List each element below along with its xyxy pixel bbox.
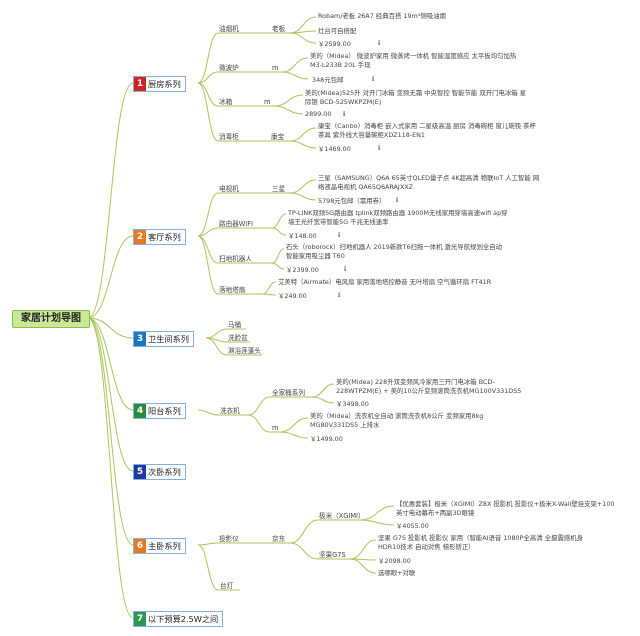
category-label: 主卧系列 (148, 541, 181, 551)
info-icon[interactable]: ℹ (372, 75, 375, 83)
category-balcony[interactable]: 4 阳台系列 (133, 403, 186, 419)
product-desc: 艾美特（Airmate）电风扇 家用落地塔控静音 无叶塔扇 空气循环扇 FT41… (278, 278, 492, 286)
product-price: ￥148.00 (288, 232, 317, 240)
product-desc: 美的（Midea）洗衣机全自动 滚筒洗衣机8公斤 变频家用8kg MG80V33… (310, 412, 484, 429)
item-shower[interactable]: 淋浴莲蓬头 (228, 347, 261, 355)
category-bathroom[interactable]: 3 卫生间系列 (133, 331, 194, 347)
info-icon[interactable]: ℹ (378, 39, 381, 47)
product-desc: 三星（SAMSUNG）Q6A 65英寸QLED量子点 4K超高清 物联IoT 人… (318, 174, 540, 191)
product-price: 2899.00 (305, 110, 332, 118)
brand-label: 全家桶系列 (272, 389, 305, 397)
category-label: 以下预算2.5W之间 (148, 614, 219, 624)
brand-label: m (264, 98, 271, 106)
product-note: 选哪眼+对联 (378, 569, 416, 577)
product-desc: 康宝（Canbo）消毒柜 嵌入式家用 二星级高温 厨房 消毒碗柜 窗儿碗筷 茶杯… (318, 122, 536, 139)
category-number: 6 (134, 539, 146, 553)
brand-label: 坚果G7S (319, 551, 346, 559)
product-desc: 石头（roborock）扫地机器人 2019新款T6扫拖一体机 激光导航规划全自… (286, 243, 503, 260)
brand-label: 极米（XGIMI） (319, 512, 365, 520)
product-desc: 【优惠套装】极米（XGIMI）Z8X 投影机 投影仪+极米X-Wall壁挂支架+… (396, 500, 615, 517)
category-number: 2 (134, 230, 146, 244)
category-label: 次卧系列 (148, 467, 181, 477)
category-living[interactable]: 2 客厅系列 (133, 229, 186, 245)
item-robot-vacuum[interactable]: 扫地机器人 (219, 255, 252, 263)
category-number: 1 (134, 77, 146, 91)
product-price: ￥4055.00 (396, 522, 429, 530)
item-toilet[interactable]: 马桶 (228, 321, 242, 329)
brand-label: 康宝 (271, 133, 285, 141)
category-number: 5 (134, 465, 146, 479)
item-tv[interactable]: 电视机 (219, 185, 239, 193)
item-range-hood[interactable]: 油烟机 (219, 25, 239, 33)
product-desc: TP-LINK双频5G路由器 tplink双频路由器 1900M无线家用穿墙高速… (288, 209, 508, 226)
product-desc: 美的(Midea) 228升双变频风冷家用三开门电冰箱 BCD-228WTPZM… (336, 378, 522, 395)
category-master-bedroom[interactable]: 6 主卧系列 (133, 538, 186, 554)
category-label: 厨房系列 (148, 79, 181, 89)
product-desc: 美的(Midea)525升 对开门冰箱 变频无霜 中央智控 智能节能 双开门电冰… (305, 89, 527, 106)
info-icon[interactable]: ℹ (338, 291, 341, 299)
product-price: 348元包邮 (312, 76, 344, 84)
category-second-bedroom[interactable]: 5 次卧系列 (133, 464, 186, 480)
product-desc: 坚果 G7S 投影机 投影仪 家用（智能AI语音 1080P全高清 全摄震感机身… (378, 534, 584, 551)
info-icon[interactable]: ℹ (338, 231, 341, 239)
info-icon[interactable]: ℹ (396, 196, 399, 204)
item-washer[interactable]: 洗衣机 (220, 407, 240, 415)
product-price: ￥1469.00 (318, 145, 351, 153)
root-node[interactable]: 家居计划导图 (12, 310, 90, 328)
brand-label: m (272, 64, 279, 72)
item-fridge[interactable]: 冰箱 (219, 98, 233, 106)
category-budget[interactable]: 7 以下预算2.5W之间 (133, 611, 224, 627)
item-microwave[interactable]: 微波炉 (219, 64, 239, 72)
info-icon[interactable]: ℹ (343, 110, 346, 118)
item-sterilizer[interactable]: 消毒柜 (219, 133, 239, 141)
brand-label: 三星 (272, 185, 286, 193)
product-price: ￥2399.00 (286, 266, 319, 274)
item-basin[interactable]: 洗脸盆 (228, 334, 248, 342)
product-note: 灶台可自搭配 (318, 27, 357, 35)
product-price: 5798元包邮（需用券） (318, 197, 386, 205)
category-label: 客厅系列 (148, 232, 181, 242)
product-desc: 美的（Midea） 微波炉家用 微蒸烤一体机 智能湿度感应 太平板均匀加热 M3… (310, 52, 517, 69)
item-projector[interactable]: 投影仪 (219, 535, 239, 543)
info-icon[interactable]: ℹ (378, 144, 381, 152)
product-price: ￥1499.00 (310, 435, 343, 443)
product-price: ￥2599.00 (318, 40, 351, 48)
category-number: 4 (134, 404, 146, 418)
category-number: 7 (134, 612, 146, 626)
info-icon[interactable]: ℹ (344, 265, 347, 273)
brand-label: 老板 (272, 25, 286, 33)
product-price: ￥249.00 (278, 292, 307, 300)
item-desk-lamp[interactable]: 台灯 (220, 582, 234, 590)
category-label: 卫生间系列 (148, 334, 189, 344)
product-desc: Robam/老板 26A7 经典百搭 19m³侧吸油烟 (318, 12, 446, 20)
category-label: 阳台系列 (148, 406, 181, 416)
product-price: ￥2098.00 (378, 557, 411, 565)
product-price: ￥3498.00 (336, 400, 369, 408)
item-tower-fan[interactable]: 落地塔扇 (219, 286, 246, 294)
brand-label: 京东 (272, 535, 286, 543)
item-router[interactable]: 路由器WIFI (219, 220, 253, 228)
category-number: 3 (134, 332, 146, 346)
brand-label: m (272, 424, 279, 432)
category-kitchen[interactable]: 1 厨房系列 (133, 76, 186, 92)
